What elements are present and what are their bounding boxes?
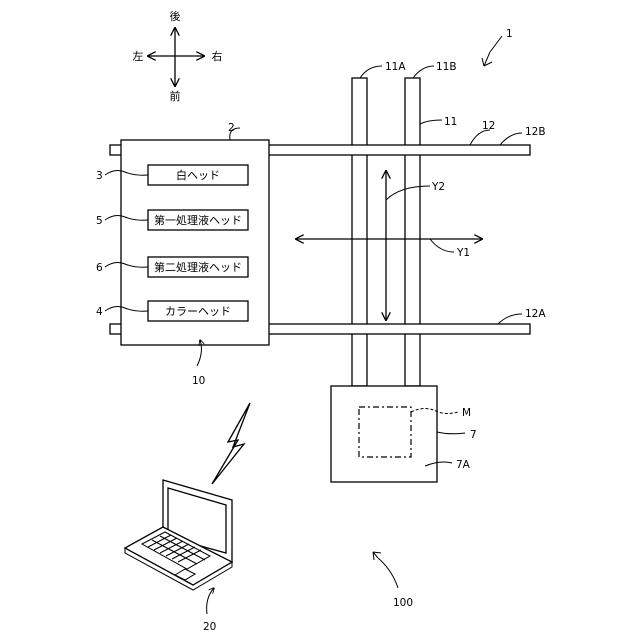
rail-11a	[352, 78, 367, 386]
laptop-20: 20	[125, 480, 232, 633]
second-liquid-head-label: 第二処理液ヘッド	[154, 260, 242, 274]
ref-12-leader	[470, 130, 490, 145]
ref-12a-leader	[498, 314, 522, 324]
ref-y1-leader	[430, 239, 454, 252]
direction-left-label: 左	[133, 50, 144, 63]
ref-11-leader	[420, 120, 442, 124]
ref-1-group: 1	[482, 28, 513, 66]
carriage-2: 2 白ヘッド 第一処理液ヘッド 第二処理液ヘッド カラーヘッド 3 5 6 4 …	[96, 122, 269, 387]
ref-12a-label: 12A	[525, 308, 546, 320]
ref-100-group: 100	[373, 552, 413, 609]
ref-5-label: 5	[96, 215, 103, 227]
direction-back-label: 後	[170, 9, 181, 23]
ref-2-label: 2	[228, 122, 235, 134]
ref-7-leader	[437, 432, 465, 434]
ref-1-leader	[490, 36, 502, 52]
rail-11b	[405, 78, 420, 386]
ref-y2-label: Y2	[431, 181, 445, 193]
ref-1-arrowhead	[482, 52, 492, 66]
ref-6-label: 6	[96, 262, 103, 274]
ref-11a-label: 11A	[385, 61, 406, 73]
ref-11b-leader	[413, 66, 434, 78]
ref-4-label: 4	[96, 306, 103, 318]
ref-7-label: 7	[470, 429, 477, 441]
ref-20-leader	[207, 588, 214, 614]
ref-11-label: 11	[444, 116, 457, 128]
direction-right-label: 右	[212, 49, 223, 63]
color-head-label: カラーヘッド	[165, 305, 231, 318]
ref-m-label: M	[462, 407, 471, 419]
first-liquid-head-label: 第一処理液ヘッド	[154, 213, 242, 227]
ref-12-label: 12	[482, 120, 495, 132]
ref-11a-leader	[360, 66, 382, 78]
ref-100-arrowhead	[373, 552, 381, 560]
ref-12b-label: 12B	[525, 126, 546, 138]
ref-100-leader	[378, 558, 398, 588]
white-head-label: 白ヘッド	[176, 168, 220, 182]
ref-10-label: 10	[192, 375, 205, 387]
ref-12b-leader	[500, 133, 522, 145]
movement-arrows: Y2 Y1	[296, 171, 482, 320]
platen-7: M 7 7A	[331, 386, 477, 482]
ref-11b-label: 11B	[436, 61, 457, 73]
ref-3-label: 3	[96, 170, 103, 182]
ref-20-label: 20	[203, 621, 216, 633]
ref-1-label: 1	[506, 28, 513, 40]
direction-front-label: 前	[170, 89, 181, 103]
ref-y1-label: Y1	[456, 247, 470, 259]
vertical-rails: 11A 11B 11	[352, 61, 457, 386]
platen-box	[331, 386, 437, 482]
ref-100-label: 100	[393, 597, 413, 609]
direction-compass: 後 前 左 右	[133, 9, 223, 103]
ref-7a-label: 7A	[456, 459, 471, 471]
wireless-lightning-icon	[212, 403, 250, 484]
